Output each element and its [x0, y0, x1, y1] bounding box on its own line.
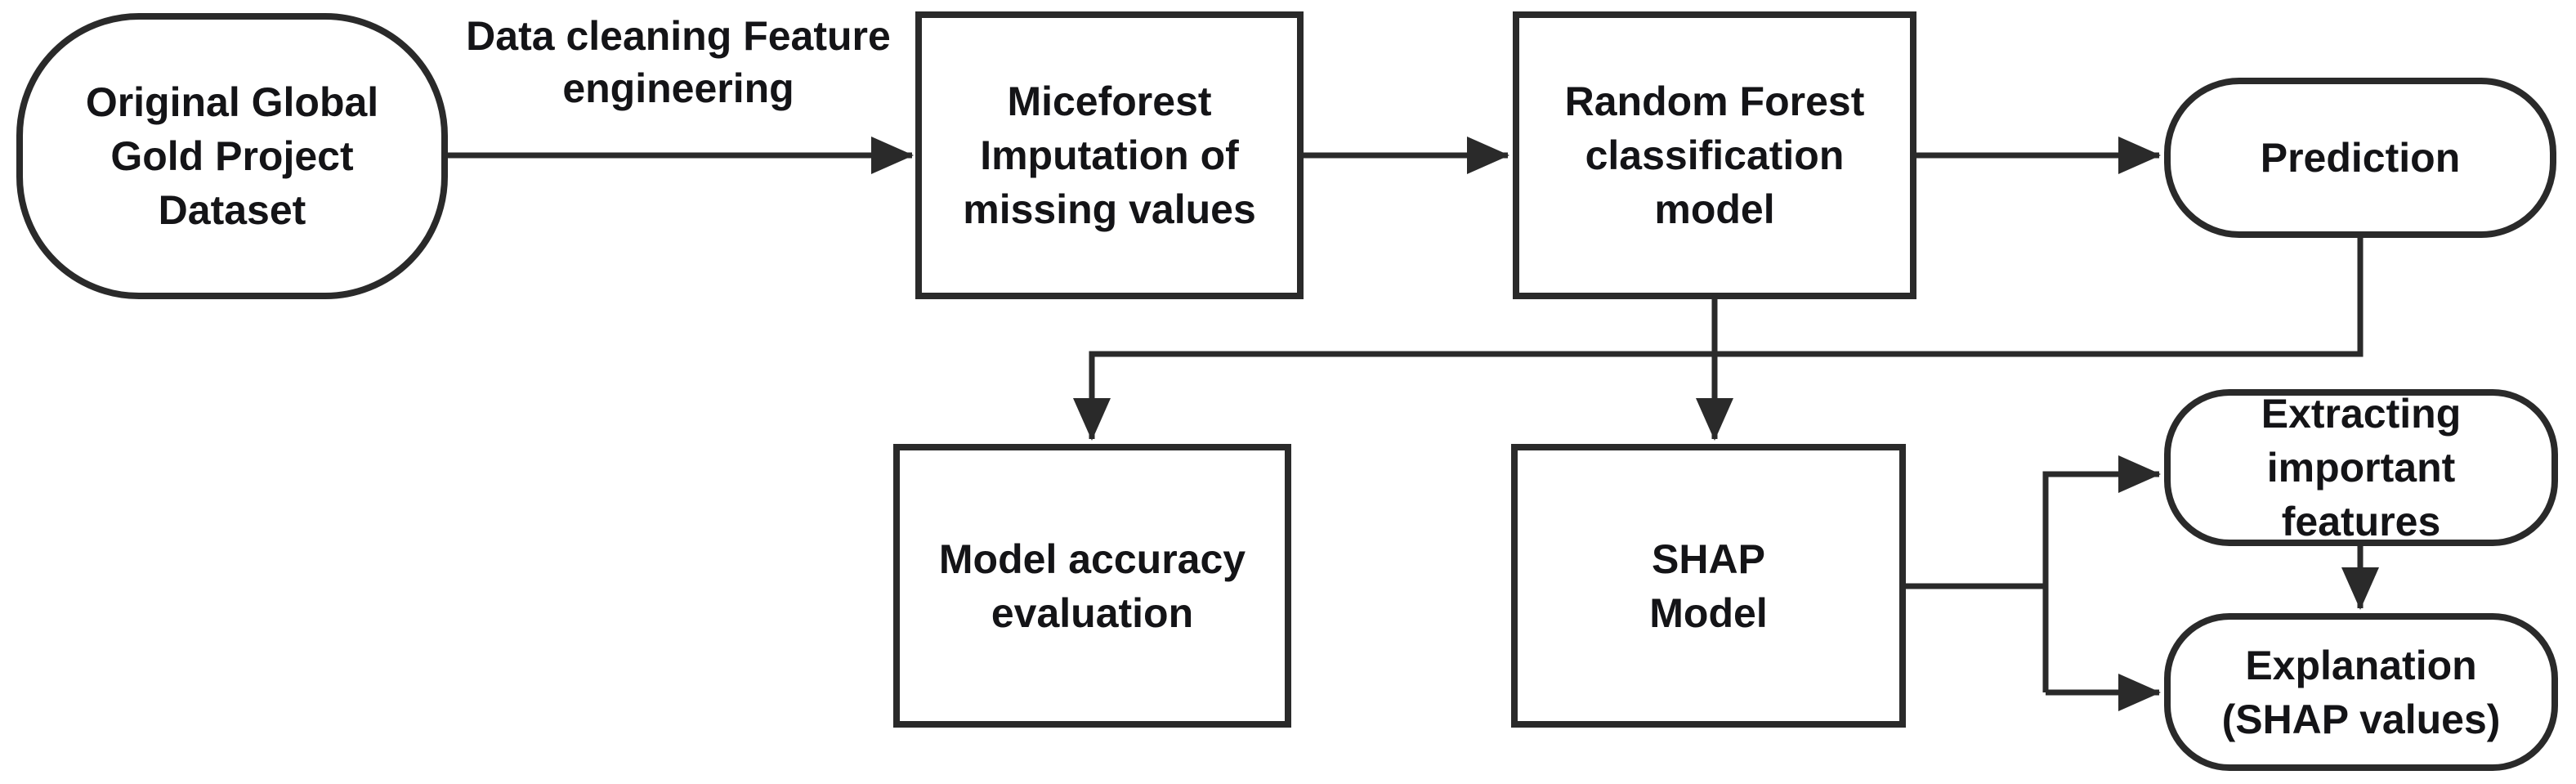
- node-extracting-important-features: Extracting important features: [2164, 389, 2558, 546]
- node-original-dataset: Original Global Gold Project Dataset: [16, 13, 448, 299]
- node-explanation-shap-values: Explanation (SHAP values): [2164, 613, 2558, 771]
- node-label-line: important: [2266, 445, 2456, 491]
- node-label-line: missing values: [963, 186, 1256, 232]
- node-label-line: Explanation: [2245, 642, 2477, 688]
- node-label-line: classification: [1585, 132, 1845, 178]
- node-label-line: evaluation: [991, 589, 1194, 636]
- node-label-line: features: [2281, 499, 2441, 544]
- edge-branch-to-extracting: [2042, 455, 2161, 692]
- node-label-line: Original Global: [85, 79, 379, 125]
- node-label-line: Gold Project: [110, 133, 354, 179]
- node-model-accuracy-evaluation: Model accuracy evaluation: [893, 444, 1291, 728]
- node-label-line: Model: [1649, 589, 1768, 636]
- edge-label-line: Feature engineering: [562, 13, 891, 111]
- edge-prediction-junction-to-modelaccuracy: [1073, 237, 2364, 441]
- node-label-line: Model accuracy: [938, 535, 1246, 582]
- edge-label-line: Data cleaning: [466, 13, 732, 59]
- node-label-line: Prediction: [2260, 135, 2461, 181]
- node-shap-model: SHAP Model: [1511, 444, 1906, 728]
- node-label-line: model: [1654, 186, 1775, 232]
- node-label-line: Random Forest: [1564, 78, 1865, 124]
- edge-label-data-cleaning: Data cleaning Feature engineering: [466, 10, 891, 114]
- node-label-line: Miceforest: [1007, 78, 1212, 124]
- node-miceforest-imputation: Miceforest Imputation of missing values: [915, 11, 1304, 299]
- node-label-line: (SHAP values): [2221, 696, 2501, 742]
- node-label-line: Imputation of: [980, 132, 1239, 178]
- node-label-line: Extracting: [2261, 391, 2462, 437]
- node-label-line: SHAP: [1652, 535, 1765, 582]
- node-random-forest-model: Random Forest classification model: [1513, 11, 1916, 299]
- node-prediction: Prediction: [2164, 78, 2556, 238]
- node-label-line: Dataset: [158, 187, 306, 233]
